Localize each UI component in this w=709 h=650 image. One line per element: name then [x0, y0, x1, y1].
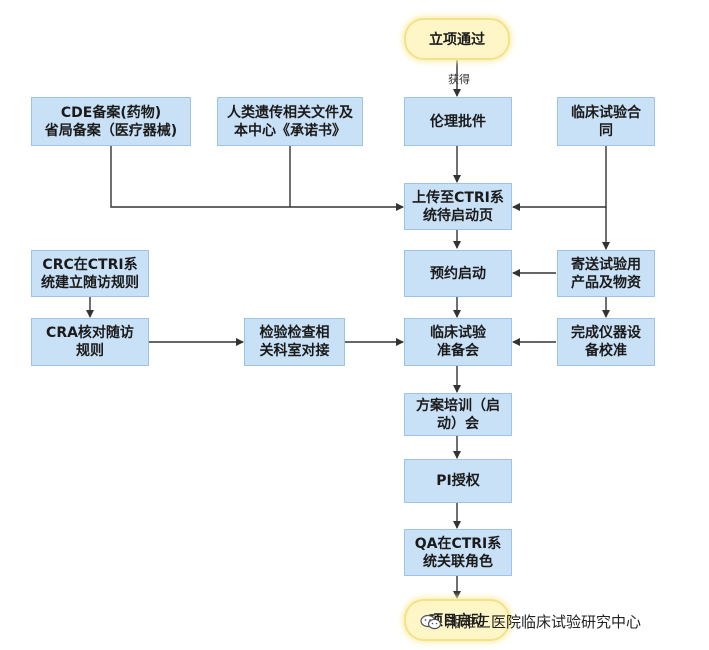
node-cra-check: CRA核对随访规则 [31, 318, 149, 366]
node-qa-role: QA在CTRI系统关联角色 [404, 529, 512, 576]
edge-cde-upload [110, 146, 404, 211]
edge-label-obtain: 获得 [448, 73, 470, 86]
node-end: 项目启动 [404, 599, 510, 641]
node-crc-rules: CRC在CTRI系统建立随访规则 [31, 250, 149, 297]
watermark: 湘雅三医院临床试验研究中心 [420, 611, 641, 632]
node-human-genetic: 人类遗传相关文件及本中心《承诺书》 [217, 97, 363, 146]
node-pi-auth: PI授权 [404, 459, 512, 503]
node-ship-supplies: 寄送试验用产品及物资 [557, 250, 655, 297]
node-start: 立项通过 [404, 18, 510, 60]
node-upload-ctri: 上传至CTRI系统待启动页 [404, 183, 512, 230]
node-appointment: 预约启动 [404, 250, 512, 297]
node-prepare-meeting: 临床试验准备会 [404, 318, 512, 366]
watermark-text: 湘雅三医院临床试验研究中心 [446, 613, 642, 631]
node-calibration: 完成仪器设备校准 [557, 318, 655, 366]
node-ethics: 伦理批件 [404, 97, 512, 146]
node-lab-dept: 检验检查相关科室对接 [244, 318, 345, 366]
node-training: 方案培训（启动）会 [404, 393, 512, 436]
edge-contract-upload [512, 146, 607, 211]
node-contract: 临床试验合同 [557, 97, 655, 146]
node-cde-filing: CDE备案(药物)省局备案（医疗器械) [31, 97, 191, 146]
wechat-icon [420, 614, 442, 629]
